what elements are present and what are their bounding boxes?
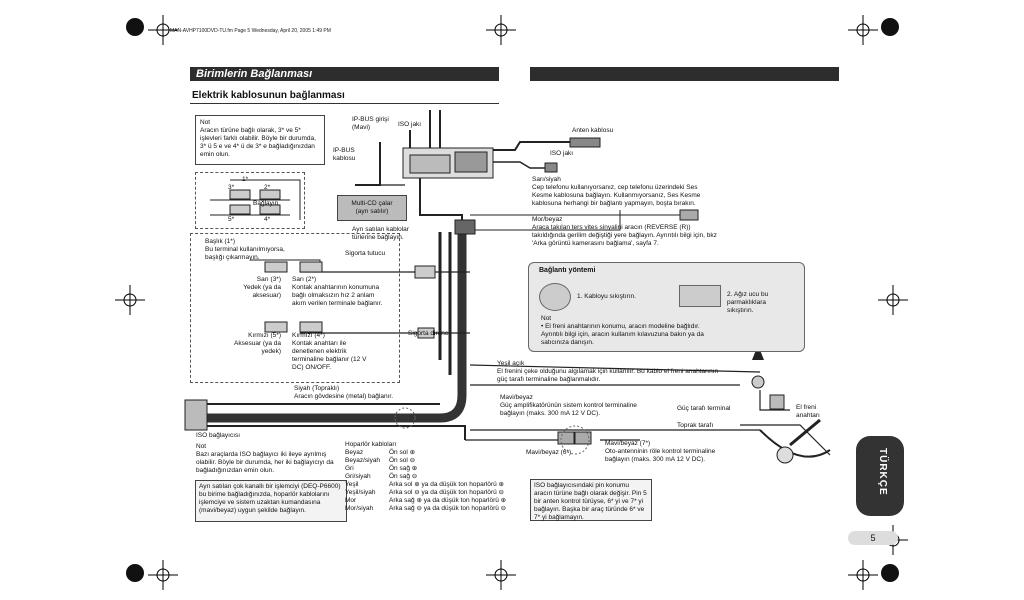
yellow2-label: Sarı (2*) Kontak anahtarının konumuna ba… — [292, 276, 383, 307]
file-header: MAN-AVHP7100DVD-TU.fm Page 5 Wednesday, … — [170, 28, 331, 34]
processor-note-box: Ayrı satılan çok kanallı bir işlemciyi (… — [195, 480, 347, 522]
multi-cd-box: Multi-CD çalar (ayrı satılır) — [337, 195, 407, 221]
connection-method-title: Bağlantı yöntemi — [539, 267, 596, 274]
page-number: 5 — [848, 531, 898, 545]
note-top-box: Not Aracın türüne bağlı olarak, 3* ve 5*… — [195, 115, 325, 165]
fuse-resistor-label: Sigorta direnci — [408, 330, 450, 337]
iso-pin-note-box: ISO bağlayıcısındaki pin konumu aracın t… — [530, 479, 652, 521]
blue-white7-text: Mavi/beyaz (7*) Oto-antenninin röle kont… — [605, 440, 716, 463]
step1-illustration — [539, 283, 571, 311]
speaker-row-color: Mor/siyah — [345, 505, 374, 512]
blue-white-text: Mavi/beyaz Güç amplifikatörünün sistem k… — [500, 394, 637, 417]
speaker-row-color: Beyaz — [345, 449, 364, 456]
cell-mute-text: Sarı/siyah Cep telefonu kullanıyorsanız,… — [532, 176, 701, 207]
iso-pin-note-text: ISO bağlayıcısındaki pin konumu aracın t… — [534, 482, 647, 521]
iso-note-text: Not Bazı araçlarda ISO bağlayıcı iki ile… — [196, 443, 334, 474]
processor-note-text: Ayrı satılan çok kanallı bir işlemciyi (… — [199, 483, 341, 514]
subtitle: Elektrik kablosunun bağlanması — [192, 90, 345, 101]
speaker-row-color: Yeşil/siyah — [345, 489, 376, 496]
multi-cd-label: Multi-CD çalar (ayrı satılır) — [351, 200, 393, 215]
wires-left-frame — [190, 233, 400, 383]
speaker-row-color: Yeşil — [345, 481, 359, 488]
ip-bus-input-label: IP-BUS girişi (Mavi) — [352, 116, 389, 131]
step-note-text: Not • El freni anahtarının konumu, aracı… — [541, 315, 704, 346]
reverse-text: Mor/beyaz Araca takılan ters vites sinya… — [532, 216, 717, 247]
sold-separately-label: Ayrı satılan kablolar türlerine bağlayın… — [352, 226, 409, 241]
iso-connector-label: ISO bağlayıcısı — [196, 432, 241, 439]
speaker-row-desc: Arka sağ ⊕ ya da düşük ton hoparlörü ⊕ — [389, 497, 507, 504]
ground-side-label: Toprak tarafı — [677, 422, 714, 429]
light-green-text: Yeşil açık El frenini çeke olduğunu algı… — [497, 360, 719, 383]
speaker-row-desc: Ön sağ ⊕ — [389, 465, 418, 472]
language-tab: TÜRKÇE — [856, 436, 904, 516]
num-3: 3* — [228, 184, 235, 191]
connector-group-frame — [195, 172, 305, 229]
step1-text: 1. Kabloyu sıkıştırın. — [577, 293, 636, 300]
power-side-label: Güç tarafı terminal — [677, 405, 731, 412]
handbrake-label: El freni anahtarı — [796, 404, 820, 419]
cap-label: Başlık (1*) Bu terminal kullanılmıyorsa,… — [205, 238, 285, 261]
subtitle-rule — [190, 103, 499, 104]
antenna-jack-label: Anten kablosu — [572, 127, 614, 134]
speaker-table-header: Hoparlör kabloları — [345, 441, 397, 448]
red4-label: Kırmızı (4*) Kontak anahtarı ile denetle… — [292, 332, 367, 371]
step2-text: 2. Ağız ucu bu parmaklıklara sıkıştırın. — [727, 291, 769, 314]
blue-white6-label: Mavi/beyaz (6*) — [526, 449, 572, 456]
speaker-row-desc: Ön sol ⊕ — [389, 449, 416, 456]
yellow3-label: Sarı (3*) Yedek (ya da aksesuar) — [243, 276, 281, 299]
section-title-bar: Birimlerin Bağlanması — [190, 67, 499, 81]
connect-label: Bağlayın — [253, 200, 279, 207]
language-tab-label: TÜRKÇE — [877, 448, 888, 496]
speaker-row-desc: Arka sağ ⊖ ya da düşük ton hoparlörü ⊖ — [389, 505, 507, 512]
speaker-row-color: Beyaz/siyah — [345, 457, 381, 464]
num-1: 1* — [242, 176, 249, 183]
speaker-row-color: Gri — [345, 465, 354, 472]
fuse-holder-label: Sigorta tutucu — [345, 250, 386, 257]
note-top-title: Not — [200, 119, 211, 126]
connection-method-panel: Bağlantı yöntemi 1. Kabloyu sıkıştırın. … — [528, 262, 805, 352]
section-title-bar-right — [530, 67, 839, 81]
speaker-row-desc: Arka sol ⊖ ya da düşük ton hoparlörü ⊖ — [389, 489, 504, 496]
ip-bus-cable-label: IP-BUS kablosu — [333, 147, 356, 162]
iso-jack-right-label: ISO jakı — [550, 150, 574, 157]
black-ground-label: Siyah (Topraklı) Aracın gövdesine (metal… — [294, 385, 393, 400]
num-4: 4* — [264, 216, 271, 223]
num-2: 2* — [264, 184, 271, 191]
section-title: Birimlerin Bağlanması — [196, 68, 313, 80]
speaker-row-color: Gri/siyah — [345, 473, 371, 480]
num-5: 5* — [228, 216, 235, 223]
red5-label: Kırmızı (5*) Aksesuar (ya da yedek) — [234, 332, 281, 355]
iso-jack-top-label: ISO jakı — [398, 121, 422, 128]
step2-illustration — [679, 285, 721, 307]
speaker-row-desc: Ön sol ⊖ — [389, 457, 416, 464]
speaker-row-desc: Arka sol ⊕ ya da düşük ton hoparlörü ⊕ — [389, 481, 504, 488]
note-top-text: Aracın türüne bağlı olarak, 3* ve 5* işl… — [200, 127, 316, 158]
speaker-row-color: Mor — [345, 497, 357, 504]
speaker-row-desc: Ön sağ ⊖ — [389, 473, 418, 480]
